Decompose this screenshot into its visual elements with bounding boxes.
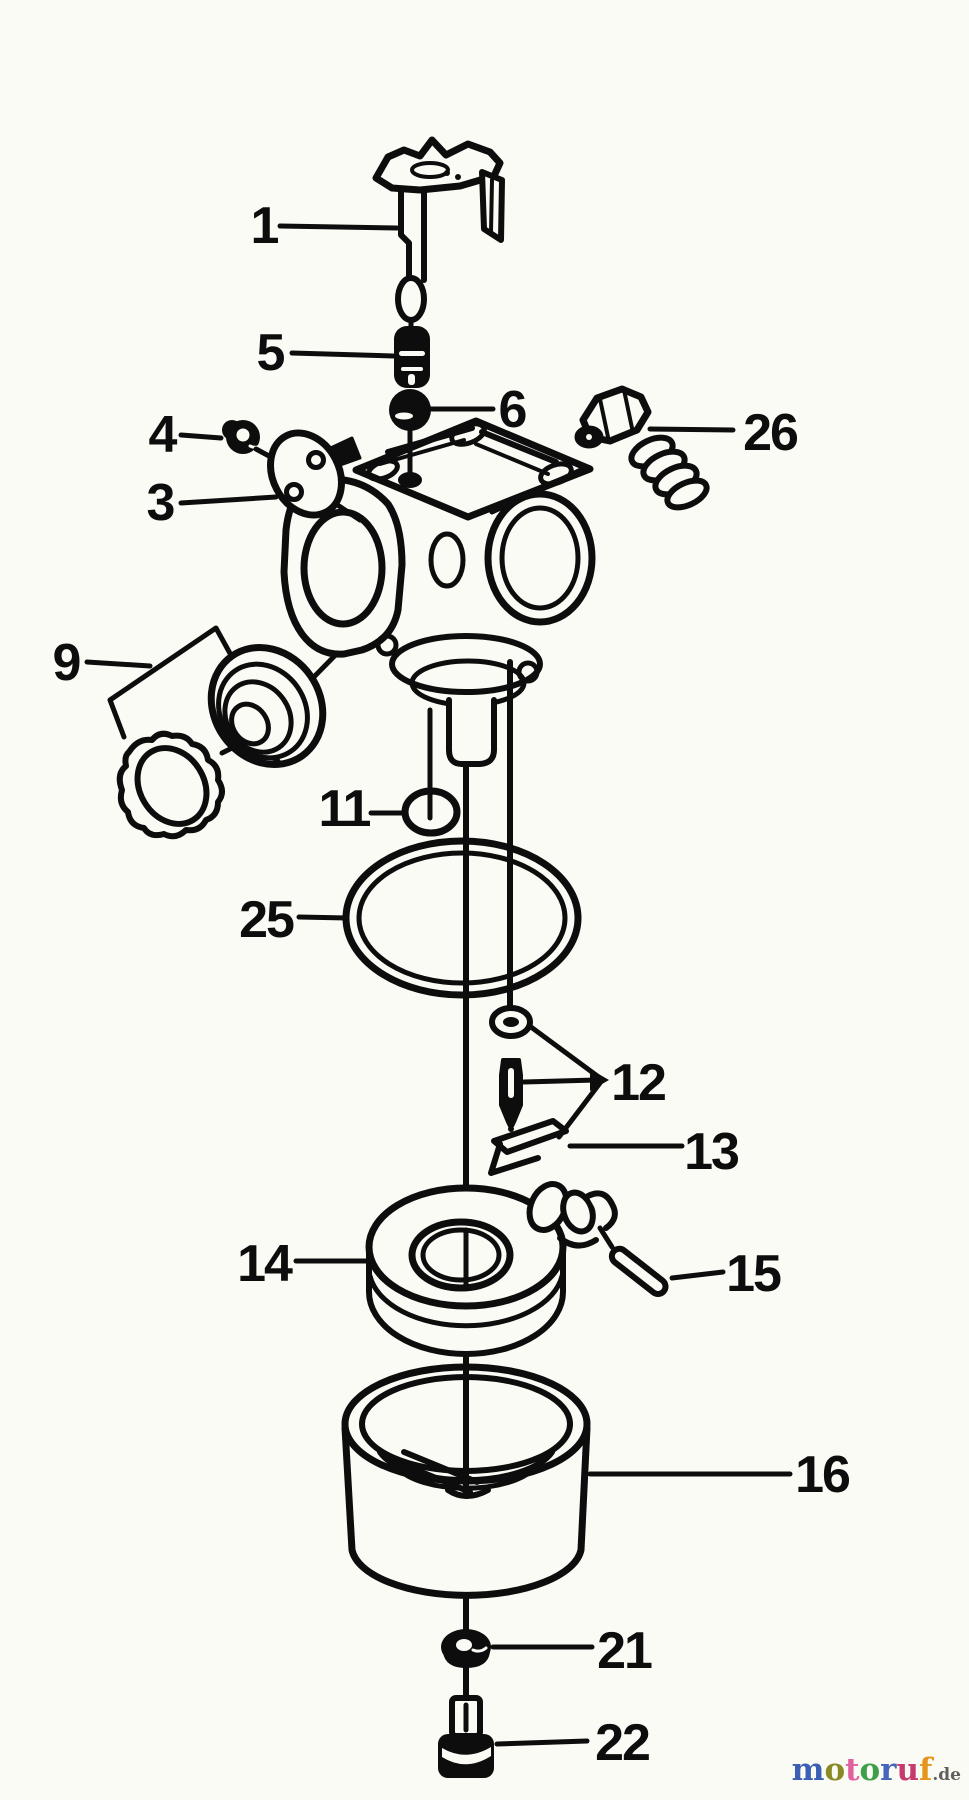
part-12-needle-valve	[489, 998, 533, 1132]
motoruf-watermark: motoruf.de	[792, 1750, 961, 1795]
callout-25: 25	[239, 891, 294, 949]
part-5-spring	[394, 326, 430, 388]
part-1-throttle-shaft	[372, 136, 505, 331]
carburetor-body	[280, 417, 596, 767]
callout-16: 16	[795, 1446, 850, 1504]
part-13-clip	[488, 1118, 569, 1176]
callout-leader-lines	[84, 223, 793, 1747]
callout-1: 1	[251, 197, 279, 255]
callout-12: 12	[611, 1054, 665, 1112]
part-22-bolt	[438, 1695, 494, 1778]
callout-4: 4	[149, 406, 178, 464]
watermark-suffix: .de	[932, 1765, 961, 1785]
callout-26: 26	[743, 404, 798, 462]
watermark-letter: t	[845, 1752, 860, 1788]
callout-11: 11	[319, 780, 371, 838]
callout-22: 22	[595, 1714, 649, 1772]
part-6-seat	[389, 389, 431, 480]
watermark-letter: m	[791, 1752, 825, 1788]
part-26-fitting	[574, 385, 710, 511]
part-16-float-bowl	[341, 1363, 591, 1599]
watermark-letter: r	[880, 1752, 897, 1788]
callout-15: 15	[726, 1245, 781, 1303]
watermark-letter: f	[919, 1752, 933, 1788]
callout-21: 21	[597, 1622, 652, 1680]
callout-3: 3	[147, 474, 175, 532]
watermark-letter: o	[824, 1752, 846, 1788]
callout-5: 5	[257, 324, 285, 382]
callout-13: 13	[684, 1123, 739, 1181]
part-25-o-ring	[342, 837, 582, 999]
part-14-float	[365, 1181, 618, 1357]
watermark-letter: o	[859, 1752, 881, 1788]
callout-6: 6	[499, 381, 527, 439]
callout-labels: 1 5 6 4 3 26 9 11 25 12 13 14 15 16 21 2…	[53, 197, 852, 1772]
watermark-letter: u	[896, 1752, 920, 1788]
part-15-float-pin	[608, 1245, 669, 1297]
part-3-plate	[267, 429, 345, 519]
part-4-nut	[222, 420, 298, 473]
part-21-nut	[441, 1629, 491, 1668]
callout-14: 14	[237, 1235, 293, 1293]
callout-9: 9	[53, 634, 80, 692]
part-9-diaphragm-assembly	[107, 625, 363, 840]
